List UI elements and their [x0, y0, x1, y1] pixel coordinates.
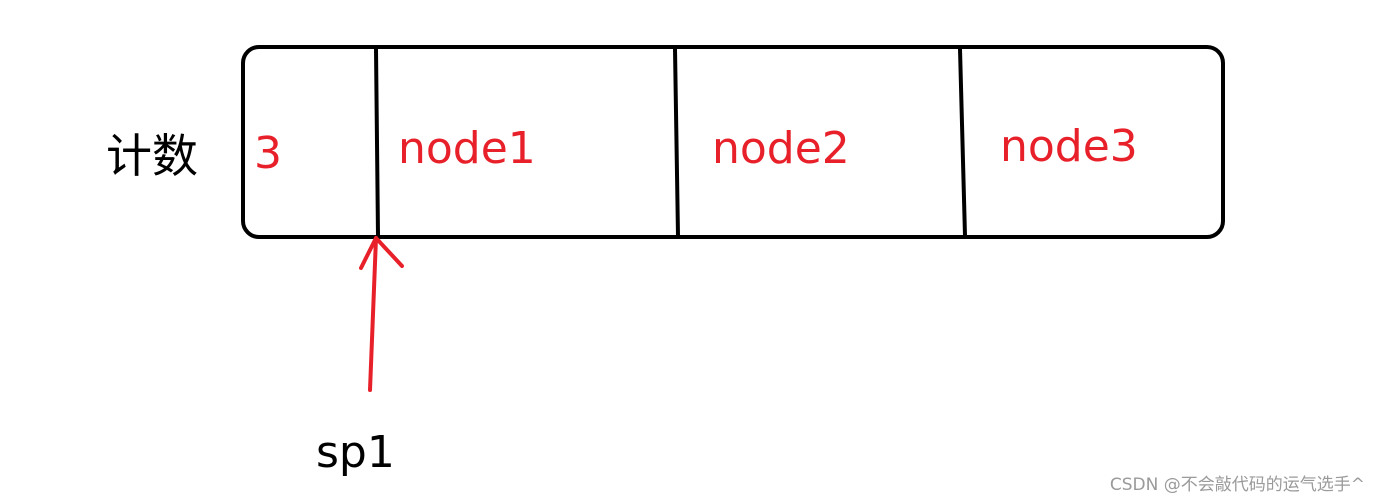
cell-count-value: 3 [254, 128, 282, 179]
divider-node1-node2 [673, 48, 680, 237]
container-box [241, 45, 1225, 239]
pointer-arrow-head [359, 236, 404, 270]
cell-node1-label: node1 [398, 123, 536, 174]
divider-node2-node3 [958, 48, 967, 237]
pointer-label: sp1 [316, 427, 395, 478]
cell-node3-label: node3 [1000, 121, 1138, 172]
count-label: 计数 [106, 129, 198, 183]
pointer-arrow-shaft [368, 236, 378, 392]
watermark: CSDN @不会敲代码的运气选手^ [1109, 475, 1365, 495]
cell-node2-label: node2 [712, 123, 850, 174]
divider-count-node1 [374, 48, 380, 237]
